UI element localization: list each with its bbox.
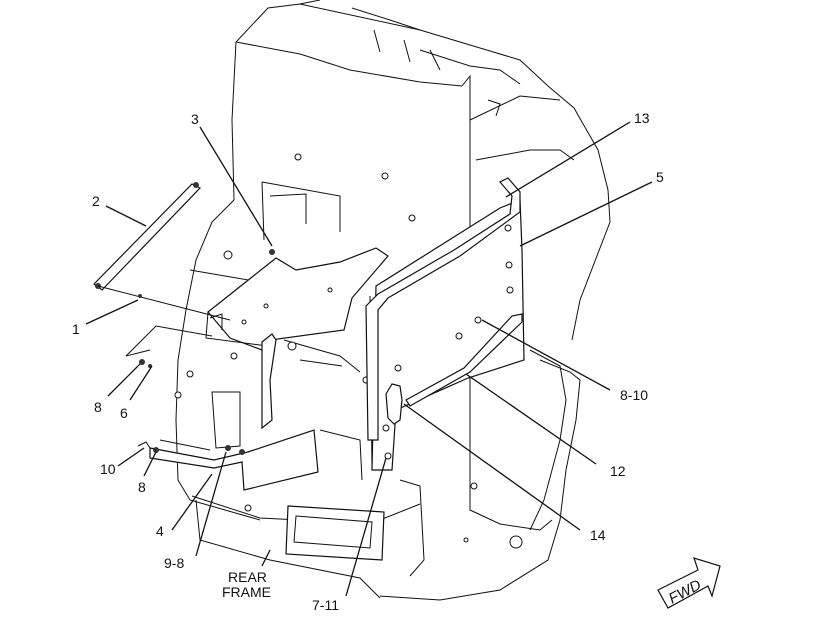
strap-12 [405, 313, 523, 407]
leader-8a [107, 363, 141, 397]
callout-1: 1 [72, 321, 80, 337]
callout-7-11: 7-11 [312, 597, 339, 613]
callout-12: 12 [610, 463, 626, 479]
leader-13 [505, 121, 631, 198]
rod-2 [93, 182, 201, 291]
leader-14 [403, 403, 581, 531]
callout-8a: 8 [94, 399, 102, 415]
callout-3: 3 [191, 111, 199, 127]
leader-lines [85, 121, 653, 597]
leader-2 [105, 205, 147, 227]
bracket-4 [149, 429, 319, 491]
callout-5: 5 [656, 169, 664, 185]
callout-9-8: 9-8 [164, 555, 184, 571]
rear-frame-label-line2: FRAME [222, 584, 271, 600]
callout-2: 2 [92, 193, 100, 209]
leader-810 [481, 319, 611, 391]
hardware-small-parts [137, 359, 159, 453]
leader-4 [171, 473, 213, 531]
callout-labels: 2 3 13 5 1 8 6 10 8 4 9-8 7-11 8-10 12 1… [72, 110, 664, 613]
callout-6: 6 [120, 405, 128, 421]
cover-plate-outline [97, 285, 231, 357]
leader-6 [129, 365, 153, 401]
horizontal-plate [205, 247, 389, 351]
callout-4: 4 [156, 523, 164, 539]
leader-8b [143, 451, 157, 477]
clip-14 [385, 383, 403, 425]
rear-frame-label-line1: REAR [228, 569, 267, 585]
callout-10: 10 [100, 461, 116, 477]
leader-3 [199, 126, 273, 247]
callout-8b: 8 [138, 479, 146, 495]
leader-10 [117, 447, 145, 467]
long-bracket-13 [365, 177, 521, 441]
leader-rear-frame [261, 549, 271, 567]
fwd-arrow: FWD [657, 557, 721, 609]
leader-711 [345, 457, 387, 597]
leader-12 [465, 373, 597, 465]
leader-98 [195, 451, 227, 557]
rear-frame-body [159, 0, 611, 601]
callout-14: 14 [590, 527, 606, 543]
leader-5 [519, 181, 653, 247]
callout-8-10: 8-10 [620, 387, 648, 403]
leader-1 [85, 299, 139, 325]
callout-13: 13 [634, 110, 650, 126]
vertical-support [211, 333, 277, 449]
